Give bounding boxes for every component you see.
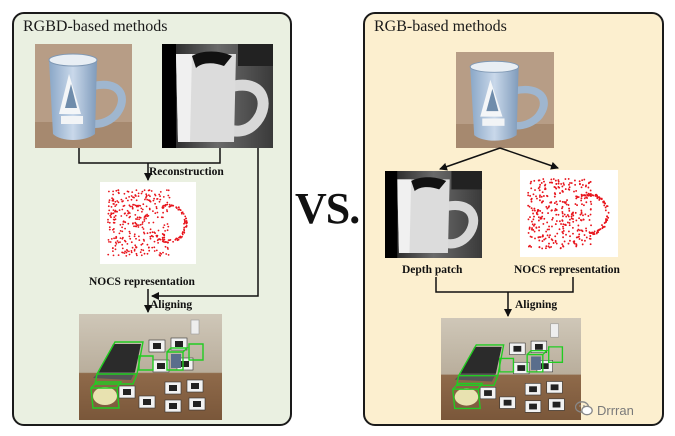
rgbd-aligning-label: Aligning [150, 299, 193, 311]
watermark-text: Drrran [597, 402, 634, 418]
rgbd-nocs-label: NOCS representation [89, 276, 195, 288]
rgbd-nocs-pointcloud [100, 182, 196, 264]
depth-patch-label: Depth patch [402, 264, 463, 276]
vs-text: VS. [295, 184, 360, 233]
rgb-aligning-label: Aligning [515, 299, 558, 311]
rgbd-panel-title: RGBD-based methods [23, 18, 168, 35]
reconstruction-label: Reconstruction [149, 166, 224, 178]
rgb-nocs-label: NOCS representation [514, 264, 620, 276]
rgbd-depth-image [162, 44, 273, 148]
rgb-depth-patch-image [385, 171, 482, 258]
wechat-icon [574, 401, 593, 419]
rgb-nocs-pointcloud [520, 170, 618, 257]
rgb-rgb-mug-image [456, 52, 554, 148]
rgbd-rgb-mug-image [35, 44, 132, 148]
watermark: Drrran [574, 401, 634, 419]
rgb-panel-title: RGB-based methods [374, 18, 507, 35]
rgb-scene-result-image [441, 318, 581, 420]
rgbd-scene-result-image [79, 314, 222, 420]
